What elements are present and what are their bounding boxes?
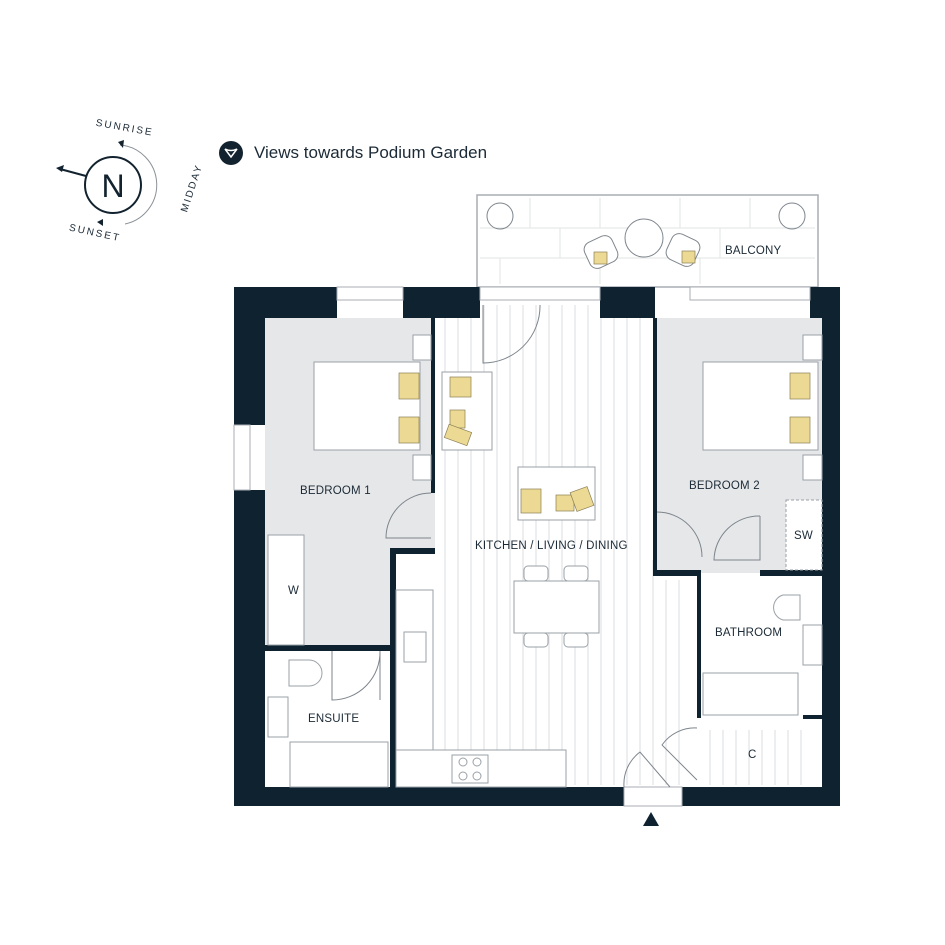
table-icon [624,218,664,258]
door-swing[interactable] [623,751,671,788]
bedside-table [802,334,823,361]
toilet-icon [288,659,323,687]
sunset-label: SUNSET [68,223,122,245]
plant-icon [778,202,806,230]
north-label: N [101,168,124,204]
wardrobe-label: W [288,585,299,597]
compass: N SUNRISE MIDDAY SUNSET [56,118,205,244]
door-swing[interactable] [331,650,381,701]
bedside-table [412,334,432,361]
balcony-label: BALCONY [725,245,781,257]
bathroom-label: BATHROOM [715,627,782,639]
bedside-table [802,454,823,481]
cupboard-label: C [748,749,757,761]
door-swing[interactable] [385,492,432,539]
door-swing[interactable] [713,515,761,561]
balcony-door[interactable] [479,286,601,301]
storage-wardrobe-label: SW [794,530,813,542]
dining-table [513,580,600,634]
window [336,286,404,301]
cushions [398,372,811,514]
door-swing[interactable] [661,727,698,781]
walls [234,287,840,806]
door-swing[interactable] [482,304,541,364]
entrance-door[interactable] [623,786,683,807]
basin-icon [802,624,823,666]
wardrobe [267,534,305,646]
bedside-table [412,454,432,481]
window [233,424,251,491]
plant-icon [486,202,514,230]
legend-text: Views towards Podium Garden [254,143,488,162]
storage-wardrobe [785,499,823,571]
legend: Views towards Podium Garden [219,141,487,165]
bath-icon [289,741,389,788]
sunrise-label: SUNRISE [95,118,154,139]
midday-label: MIDDAY [179,163,205,214]
door-swing[interactable] [656,511,703,558]
hob-icon [451,754,489,784]
balcony: BALCONY [476,194,819,288]
view-direction-icon [219,141,243,165]
bedroom-1-label: BEDROOM 1 [300,485,371,497]
bedroom-2-label: BEDROOM 2 [689,480,760,492]
kitchen-label: KITCHEN / LIVING / DINING [475,540,628,552]
entrance-arrow-icon [643,812,659,826]
ensuite-label: ENSUITE [308,713,359,725]
basin-icon [267,696,289,738]
toilet-icon [773,594,801,621]
north-arrow-icon [59,168,87,177]
bath-icon [702,672,799,716]
window [689,286,811,301]
sink-icon [403,631,427,663]
